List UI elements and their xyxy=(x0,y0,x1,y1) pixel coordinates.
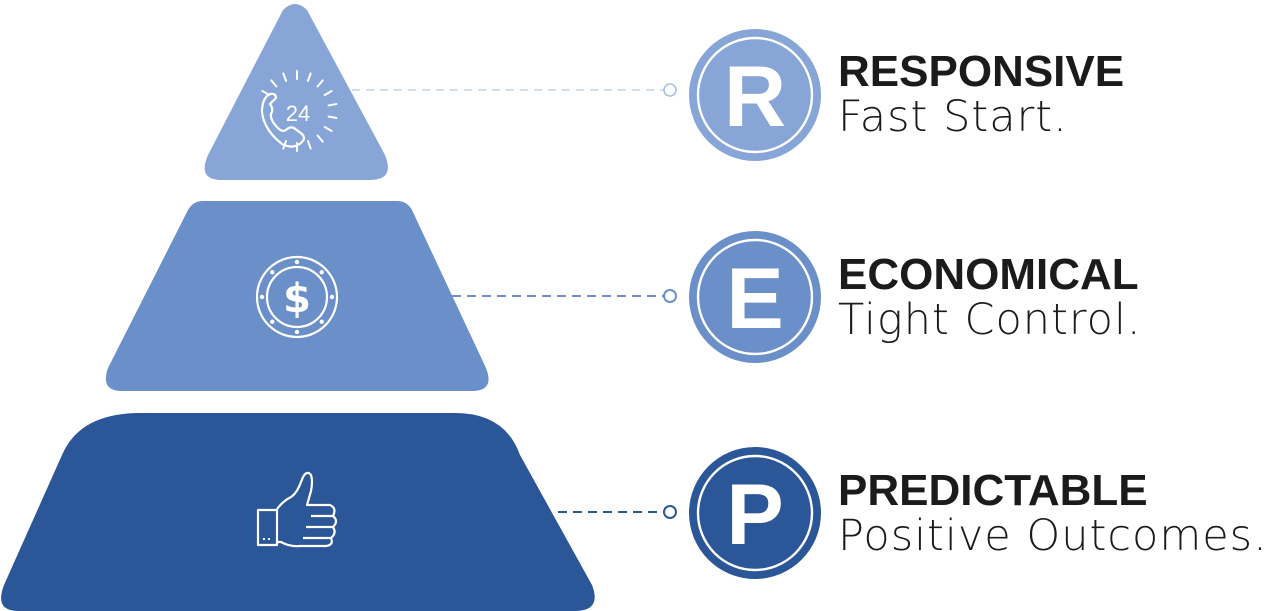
connector-middle xyxy=(452,289,677,303)
coin-rim-dot xyxy=(259,294,265,300)
phone-ray-tick xyxy=(316,134,324,143)
tier-subtitle: Positive Outcomes. xyxy=(838,511,1268,561)
coin-rim-dot xyxy=(294,329,300,335)
dollar-sign-text: $ xyxy=(283,276,311,322)
phone-ray-tick xyxy=(282,72,288,82)
coin-rim-dot xyxy=(270,319,275,324)
connector-top xyxy=(352,83,677,97)
coin-rim-dot xyxy=(270,270,275,275)
phone-ray-tick xyxy=(270,79,278,88)
phone-ray-tick xyxy=(316,79,324,88)
pyramid-tier-middle xyxy=(105,201,489,391)
phone-24-text: 24 xyxy=(286,101,310,126)
dollar-coin-icon: $ xyxy=(255,255,339,339)
phone-24-hours-icon: 24 xyxy=(260,70,338,152)
tier-label-economical: ECONOMICAL Tight Control. xyxy=(838,250,1142,345)
tier-subtitle: Tight Control. xyxy=(838,295,1142,345)
coin-rim-dot xyxy=(294,259,300,265)
phone-ray-tick xyxy=(323,126,333,132)
pyramid-tier-top xyxy=(204,4,388,180)
tier-label-responsive: RESPONSIVE Fast Start. xyxy=(838,47,1125,142)
tier-label-predictable: PREDICTABLE Positive Outcomes. xyxy=(838,466,1268,561)
coin-rim-dot xyxy=(319,270,324,275)
tier-subtitle: Fast Start. xyxy=(838,92,1068,142)
tier-title: RESPONSIVE xyxy=(838,47,1125,96)
badge-letter-r: R xyxy=(724,49,786,145)
phone-ray-tick xyxy=(323,90,333,96)
pyramid-tier-bottom xyxy=(1,413,595,611)
thumbs-up-icon xyxy=(256,471,338,548)
badge-p: P xyxy=(689,447,821,579)
badge-e: E xyxy=(689,231,821,363)
badge-r: R xyxy=(689,29,821,161)
phone-ray-tick xyxy=(306,140,312,150)
coin-rim-dot xyxy=(319,319,324,324)
badge-letter-e: E xyxy=(726,251,783,347)
connector-bottom xyxy=(558,505,677,519)
phone-ray-tick xyxy=(327,115,338,119)
tier-title: PREDICTABLE xyxy=(838,466,1148,515)
badge-letter-p: P xyxy=(726,467,783,563)
phone-ray-tick xyxy=(327,103,338,107)
phone-ray-tick xyxy=(306,72,312,82)
tier-title: ECONOMICAL xyxy=(838,250,1139,299)
coin-rim-dot xyxy=(329,294,335,300)
